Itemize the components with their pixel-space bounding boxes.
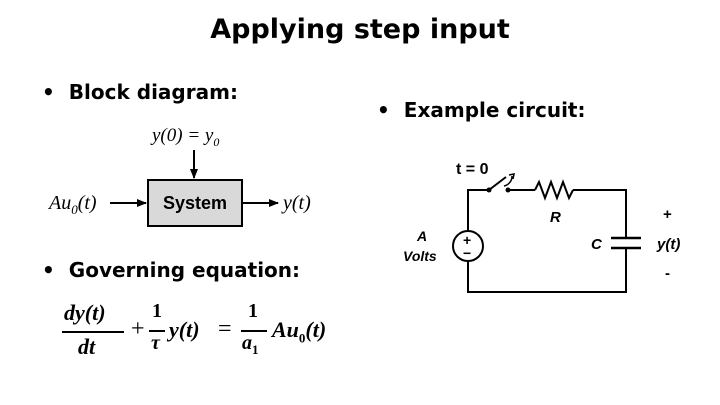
input-subscript: 0 bbox=[71, 202, 78, 217]
input-suffix: (t) bbox=[77, 192, 97, 214]
eq-plus: + bbox=[131, 316, 145, 342]
bullet-governing-equation: • Governing equation: bbox=[42, 258, 300, 282]
eq-fraction-bar bbox=[149, 330, 165, 332]
switch-contact-right bbox=[505, 187, 511, 193]
source-minus: − bbox=[463, 245, 471, 261]
initial-condition-subscript: 0 bbox=[213, 134, 220, 149]
eq-fraction-bar bbox=[241, 330, 267, 332]
bullet-example-circuit-label: Example circuit: bbox=[403, 98, 586, 122]
input-signal: Au0(t) bbox=[49, 192, 97, 218]
bullet-dot: • bbox=[377, 98, 390, 122]
switch-blade bbox=[488, 176, 507, 191]
eq-one: 1 bbox=[152, 300, 162, 322]
eq-one-b: 1 bbox=[248, 300, 258, 322]
eq-rhs-suffix: (t) bbox=[305, 317, 327, 342]
bullet-dot: • bbox=[42, 80, 55, 104]
circuit-wires bbox=[467, 189, 627, 293]
system-label: System bbox=[162, 192, 228, 213]
eq-rhs-subscript: 0 bbox=[298, 330, 306, 346]
output-minus: - bbox=[665, 265, 670, 282]
output-signal: y(t) bbox=[283, 192, 311, 214]
output-plus: + bbox=[663, 206, 672, 223]
switch-arc-arrow bbox=[508, 173, 515, 180]
eq-a-subscript: 1 bbox=[252, 342, 259, 357]
eq-y-of-t: y(t) bbox=[169, 317, 200, 342]
eq-rhs-input: Au0(t) bbox=[272, 317, 326, 346]
governing-equation: dy(t) dt + 1 τ y(t) = 1 a1 Au0(t) bbox=[60, 300, 360, 370]
bullet-example-circuit: • Example circuit: bbox=[377, 98, 585, 122]
switch-label: t = 0 bbox=[456, 161, 489, 178]
eq-lhs-denominator: dt bbox=[78, 334, 96, 359]
output-label: y(t) bbox=[656, 236, 680, 253]
eq-tau: τ bbox=[151, 332, 160, 354]
bullet-dot: • bbox=[42, 258, 55, 282]
initial-condition: y(0) = y0 bbox=[152, 125, 219, 150]
wire-bottom bbox=[467, 248, 627, 293]
bullet-block-diagram-label: Block diagram: bbox=[68, 80, 238, 104]
page-title: Applying step input bbox=[210, 14, 510, 45]
eq-a: a bbox=[242, 332, 252, 354]
source-plus: + bbox=[463, 232, 471, 248]
bullet-block-diagram: • Block diagram: bbox=[42, 80, 238, 104]
eq-equals: = bbox=[218, 316, 232, 342]
source-label-a: A bbox=[416, 228, 427, 244]
switch-arc bbox=[503, 175, 513, 187]
capacitor-label: C bbox=[591, 236, 603, 253]
wire-right-top bbox=[573, 189, 627, 238]
wire-left-top bbox=[467, 189, 487, 230]
bullet-governing-equation-label: Governing equation: bbox=[68, 258, 301, 282]
switch bbox=[486, 173, 515, 193]
initial-condition-text: y(0) = y bbox=[152, 125, 214, 146]
eq-a1: a1 bbox=[242, 332, 259, 358]
eq-rhs-prefix: Au bbox=[272, 317, 299, 342]
resistor-label: R bbox=[550, 209, 561, 226]
voltage-source-icon bbox=[452, 230, 484, 262]
system-block: System bbox=[147, 179, 243, 227]
resistor-icon bbox=[534, 179, 574, 201]
eq-fraction-bar bbox=[62, 331, 124, 333]
eq-lhs-numerator: dy(t) bbox=[64, 300, 106, 325]
source-label-volts: Volts bbox=[403, 248, 437, 264]
input-prefix: Au bbox=[49, 192, 72, 214]
